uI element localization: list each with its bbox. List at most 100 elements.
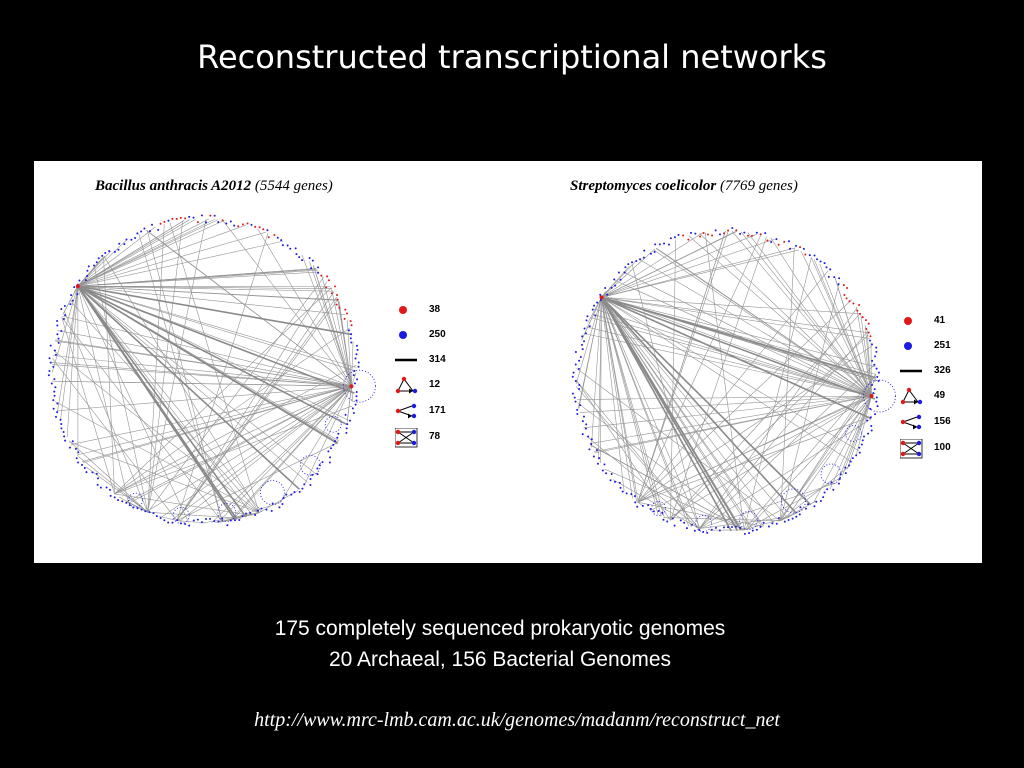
edge bbox=[77, 224, 247, 287]
edge bbox=[222, 219, 352, 387]
gene-node bbox=[327, 450, 330, 453]
edge bbox=[77, 285, 347, 425]
edge bbox=[77, 285, 238, 520]
gene-node bbox=[336, 436, 339, 439]
module-loop bbox=[259, 480, 285, 506]
legend-count: 171 bbox=[429, 405, 446, 416]
gene-node bbox=[171, 521, 174, 524]
edge bbox=[128, 385, 352, 504]
gene-node bbox=[71, 440, 74, 443]
edge bbox=[147, 511, 242, 519]
gene-node bbox=[249, 512, 252, 515]
gene-node bbox=[213, 214, 216, 217]
gene-node bbox=[87, 265, 90, 268]
gene-node bbox=[104, 251, 107, 254]
edge bbox=[77, 220, 185, 287]
edge bbox=[54, 340, 352, 387]
gene-node bbox=[60, 308, 63, 311]
edge bbox=[77, 285, 357, 368]
gene-node bbox=[62, 318, 65, 321]
edge bbox=[179, 385, 352, 522]
gene-node bbox=[329, 456, 332, 459]
gene-node bbox=[109, 488, 112, 491]
edge bbox=[77, 240, 127, 287]
gene-node bbox=[205, 518, 208, 521]
gene-node bbox=[351, 407, 354, 410]
gene-node bbox=[205, 221, 208, 224]
legend-count: 12 bbox=[429, 379, 441, 390]
gene-node bbox=[345, 431, 348, 434]
gene-node bbox=[157, 228, 160, 231]
edge bbox=[77, 285, 346, 315]
gene-node bbox=[334, 440, 337, 443]
module-loop bbox=[342, 369, 376, 403]
module-loop bbox=[172, 506, 190, 524]
gene-node bbox=[123, 243, 126, 246]
gene-node bbox=[74, 447, 77, 450]
gene-node bbox=[85, 471, 88, 474]
gene-node bbox=[134, 237, 137, 240]
edge bbox=[77, 219, 219, 287]
gene-node bbox=[140, 508, 143, 511]
gene-node bbox=[241, 515, 244, 518]
legend-row: 314 bbox=[395, 351, 465, 371]
edges bbox=[51, 218, 357, 524]
gene-node bbox=[117, 499, 120, 502]
edge bbox=[114, 287, 332, 495]
gene-node bbox=[332, 443, 335, 446]
legend-count: 100 bbox=[934, 442, 951, 453]
gene-node bbox=[48, 370, 51, 372]
gene-node bbox=[234, 519, 237, 522]
gene-node bbox=[280, 239, 283, 242]
gene-node bbox=[140, 230, 143, 233]
gene-node bbox=[343, 317, 346, 320]
gene-node bbox=[125, 238, 128, 241]
edge bbox=[77, 285, 339, 301]
gene-node bbox=[148, 511, 151, 514]
module-loop bbox=[324, 415, 342, 433]
gene-node bbox=[71, 299, 74, 302]
legend-row: 41 bbox=[900, 312, 970, 332]
figure-panel: Bacillus anthracis A2012 (5544 genes) 38… bbox=[34, 161, 982, 563]
gene-node bbox=[356, 348, 359, 351]
feed-forward-loop-icon bbox=[900, 387, 923, 405]
edge bbox=[145, 230, 352, 387]
edge bbox=[312, 265, 352, 387]
gene-node bbox=[335, 303, 338, 306]
blue-node-icon bbox=[399, 331, 407, 339]
edge bbox=[77, 219, 190, 287]
gene-node bbox=[310, 267, 313, 270]
gene-count: (7769 genes) bbox=[719, 178, 798, 194]
gene-node bbox=[152, 512, 155, 515]
gene-node bbox=[213, 520, 216, 523]
edge bbox=[77, 250, 112, 287]
gene-node bbox=[320, 274, 323, 277]
gene-node bbox=[281, 244, 284, 247]
gene-node bbox=[96, 483, 99, 486]
gene-node bbox=[209, 214, 212, 217]
legend-row: 326 bbox=[900, 362, 970, 382]
gene-node bbox=[60, 422, 63, 425]
gene-node bbox=[293, 491, 296, 494]
edge bbox=[57, 286, 79, 412]
gene-node bbox=[130, 238, 133, 241]
edge bbox=[57, 385, 352, 412]
gene-node bbox=[349, 337, 352, 340]
caption-line-1: 175 completely sequenced prokaryotic gen… bbox=[274, 617, 726, 640]
gene-node bbox=[286, 244, 289, 247]
gene-node bbox=[326, 275, 329, 278]
gene-node bbox=[97, 477, 100, 480]
gene-node bbox=[265, 508, 268, 511]
edge bbox=[64, 311, 149, 513]
gene-node bbox=[346, 423, 349, 426]
gene-node bbox=[328, 461, 331, 464]
edge bbox=[169, 222, 260, 513]
gene-node bbox=[113, 250, 116, 253]
edge bbox=[52, 358, 178, 521]
gene-node bbox=[50, 382, 53, 385]
edge bbox=[229, 385, 352, 521]
legend-count: 250 bbox=[429, 329, 446, 340]
gene-node bbox=[337, 432, 340, 435]
gene-node bbox=[250, 223, 253, 226]
gene-node bbox=[330, 447, 333, 450]
